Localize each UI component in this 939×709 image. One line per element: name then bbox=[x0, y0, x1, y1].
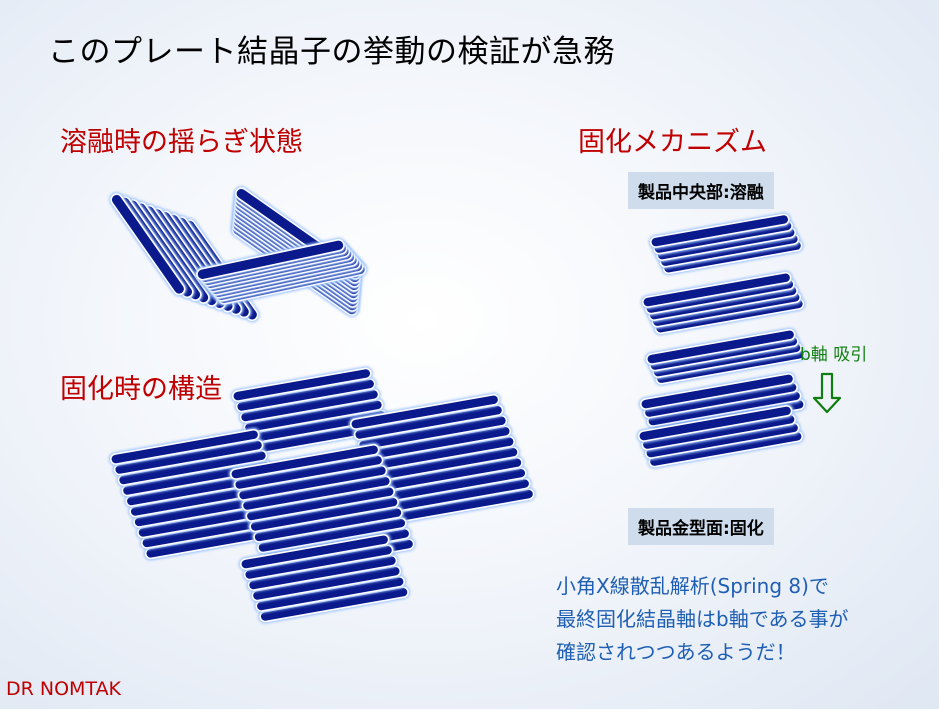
mechanism-heading: 固化メカニズム bbox=[578, 127, 767, 158]
crystallite-plate bbox=[195, 237, 368, 306]
molten-state-heading: 溶融時の揺らぎ状態 bbox=[60, 127, 303, 158]
molten-crystallite-illustration bbox=[109, 186, 368, 323]
mold-surface-label: 製品金型面:固化 bbox=[628, 508, 774, 545]
lamella bbox=[231, 367, 372, 402]
crystallite-plate bbox=[636, 403, 805, 469]
lamella bbox=[637, 405, 793, 442]
crystallite-plate bbox=[238, 532, 411, 624]
solid-structure-heading: 固化時の構造 bbox=[60, 374, 222, 405]
lamella bbox=[645, 328, 796, 365]
lamella bbox=[109, 428, 260, 465]
analysis-note-line-3: 確認されつつあるようだ！ bbox=[556, 640, 796, 664]
lamella bbox=[639, 373, 795, 410]
product-center-label: 製品中央部:溶融 bbox=[628, 172, 774, 209]
analysis-note-line-1: 小角X線散乱解析(Spring 8)で bbox=[556, 574, 829, 598]
page-title: このプレート結晶子の挙動の検証が急務 bbox=[48, 34, 615, 70]
author-credit: DR NOMTAK bbox=[6, 678, 122, 700]
lamella bbox=[649, 213, 790, 248]
lamella bbox=[641, 271, 792, 308]
lamella bbox=[349, 393, 500, 430]
lamella bbox=[110, 193, 186, 296]
crystallite-plate bbox=[348, 392, 536, 526]
lamella bbox=[229, 443, 380, 480]
crystallite-plate bbox=[640, 270, 806, 336]
lamella bbox=[196, 239, 345, 281]
b-axis-attraction-label: b軸 吸引 bbox=[800, 345, 868, 365]
analysis-note-line-2: 最終固化結晶軸はb軸である事が bbox=[556, 607, 849, 631]
mechanism-stack-illustration bbox=[636, 212, 807, 469]
crystallite-plate bbox=[648, 212, 804, 276]
solid-structure-illustration bbox=[108, 366, 536, 624]
lamella bbox=[239, 533, 390, 570]
down-arrow-icon bbox=[812, 372, 842, 414]
crystallite-plate bbox=[644, 327, 807, 386]
